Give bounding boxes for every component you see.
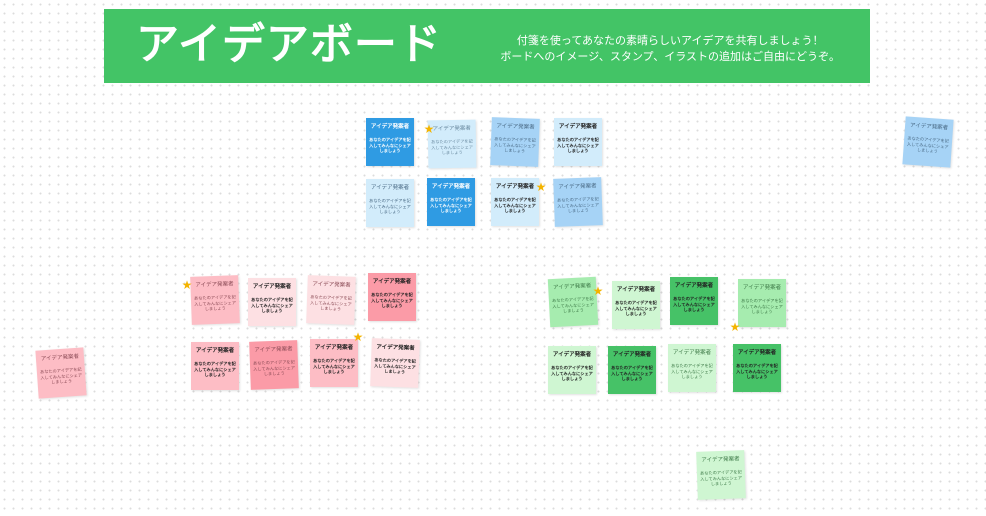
- sticky-note[interactable]: アイデア発案者あなたのアイデアを記入してみんなにシェアしましょう: [490, 117, 540, 167]
- sticky-note[interactable]: アイデア発案者あなたのアイデアを記入してみんなにシェアしましょう: [191, 342, 239, 390]
- sticky-note[interactable]: アイデア発案者あなたのアイデアを記入してみんなにシェアしましょう: [547, 276, 599, 328]
- sticky-note-body: あなたのアイデアを記入してみんなにシェアしましょう: [493, 136, 536, 154]
- sticky-note-title: アイデア発案者: [496, 123, 535, 131]
- sticky-note-body: あなたのアイデアを記入してみんなにシェアしましょう: [369, 198, 411, 215]
- sticky-note-title: アイデア発案者: [195, 281, 234, 289]
- sticky-note-body: あなたのアイデアを記入してみんなにシェアしましょう: [39, 366, 83, 385]
- board-title: アイデアボード: [136, 20, 442, 70]
- sticky-note-title: アイデア発案者: [909, 122, 949, 132]
- sticky-note-body: あなたのアイデアを記入してみんなにシェアしましょう: [309, 294, 352, 312]
- sticky-note[interactable]: アイデア発案者あなたのアイデアを記入してみんなにシェアしましょう: [366, 179, 414, 227]
- sticky-note-body: あなたのアイデアを記入してみんなにシェアしましょう: [699, 469, 743, 487]
- sticky-note-title: アイデア発案者: [376, 344, 415, 352]
- sticky-note[interactable]: アイデア発案者あなたのアイデアを記入してみんなにシェアしましょう: [366, 118, 414, 166]
- sticky-note[interactable]: アイデア発案者あなたのアイデアを記入してみんなにシェアしましょう: [554, 118, 602, 166]
- sticky-note-body: あなたのアイデアを記入してみんなにシェアしましょう: [494, 197, 536, 214]
- board-description-line1: 付箋を使ってあなたの素晴らしいアイデアを共有しましょう！: [516, 34, 824, 47]
- sticky-note-body: あなたのアイデアを記入してみんなにシェアしましょう: [615, 300, 657, 317]
- sticky-note-title: アイデア発案者: [372, 279, 412, 285]
- sticky-note-body: あなたのアイデアを記入してみんなにシェアしましょう: [252, 359, 296, 377]
- sticky-note-body: あなたのアイデアを記入してみんなにシェアしましょう: [251, 297, 293, 314]
- sticky-note-title: アイデア発案者: [742, 285, 782, 291]
- star-stamp-icon[interactable]: ★: [592, 284, 604, 298]
- sticky-note-title: アイデア発案者: [370, 185, 410, 191]
- sticky-note[interactable]: アイデア発案者あなたのアイデアを記入してみんなにシェアしましょう: [612, 281, 660, 329]
- sticky-note-title: アイデア発案者: [737, 350, 777, 356]
- sticky-note[interactable]: アイデア発案者あなたのアイデアを記入してみんなにシェアしましょう: [370, 338, 420, 388]
- sticky-note-title: アイデア発案者: [195, 348, 235, 354]
- sticky-note-title: アイデア発案者: [431, 184, 471, 190]
- sticky-note[interactable]: アイデア発案者あなたのアイデアを記入してみんなにシェアしましょう: [248, 278, 296, 326]
- star-stamp-icon[interactable]: ★: [729, 320, 741, 334]
- sticky-note-body: あなたのアイデアを記入してみんなにシェアしましょう: [736, 363, 778, 380]
- sticky-note-title: アイデア発案者: [674, 283, 714, 289]
- sticky-note-body: あなたのアイデアを記入してみんなにシェアしましょう: [193, 294, 237, 312]
- star-stamp-icon[interactable]: ★: [535, 180, 547, 194]
- sticky-note-body: あなたのアイデアを記入してみんなにシェアしましょう: [741, 298, 783, 315]
- sticky-note-title: アイデア発案者: [314, 345, 354, 351]
- sticky-note-title: アイデア発案者: [254, 346, 293, 354]
- sticky-note-body: あなたのアイデアを記入してみんなにシェアしましょう: [373, 357, 416, 375]
- sticky-note-title: アイデア発案者: [252, 284, 292, 290]
- sticky-note-body: あなたのアイデアを記入してみんなにシェアしましょう: [673, 296, 715, 313]
- sticky-note[interactable]: アイデア発案者あなたのアイデアを記入してみんなにシェアしましょう: [902, 116, 954, 168]
- sticky-note-title: アイデア発案者: [432, 125, 471, 133]
- sticky-note[interactable]: アイデア発案者あなたのアイデアを記入してみんなにシェアしましょう: [738, 279, 786, 327]
- sticky-note[interactable]: アイデア発案者あなたのアイデアを記入してみんなにシェアしましょう: [668, 344, 716, 392]
- sticky-note-body: あなたのアイデアを記入してみんなにシェアしましょう: [906, 135, 950, 154]
- sticky-note[interactable]: アイデア発案者あなたのアイデアを記入してみんなにシェアしましょう: [190, 275, 240, 325]
- sticky-note-body: あなたのアイデアを記入してみんなにシェアしましょう: [369, 137, 411, 154]
- sticky-note[interactable]: アイデア発案者あなたのアイデアを記入してみんなにシェアしましょう: [733, 344, 781, 392]
- sticky-note-body: あなたのアイデアを記入してみんなにシェアしましょう: [431, 138, 473, 156]
- sticky-note-title: アイデア発案者: [552, 352, 592, 358]
- sticky-note-body: あなたのアイデアを記入してみんなにシェアしましょう: [551, 365, 593, 382]
- sticky-note[interactable]: アイデア発案者あなたのアイデアを記入してみんなにシェアしましょう: [368, 273, 416, 321]
- sticky-note[interactable]: アイデア発案者あなたのアイデアを記入してみんなにシェアしましょう: [696, 450, 746, 500]
- sticky-note[interactable]: アイデア発案者あなたのアイデアを記入してみんなにシェアしましょう: [249, 340, 299, 390]
- sticky-note-title: アイデア発案者: [672, 350, 712, 356]
- sticky-note[interactable]: アイデア発案者あなたのアイデアを記入してみんなにシェアしましょう: [608, 346, 656, 394]
- sticky-note-title: アイデア発案者: [612, 352, 652, 358]
- sticky-note[interactable]: アイデア発案者あなたのアイデアを記入してみんなにシェアしましょう: [548, 346, 596, 394]
- board-description-line2: ボードへのイメージ、スタンプ、イラストの追加はご自由にどうぞ。: [500, 50, 840, 63]
- sticky-note-title: アイデア発案者: [552, 283, 592, 292]
- sticky-note[interactable]: アイデア発案者あなたのアイデアを記入してみんなにシェアしましょう: [306, 275, 356, 325]
- sticky-note-body: あなたのアイデアを記入してみんなにシェアしましょう: [194, 361, 236, 378]
- sticky-note-body: あなたのアイデアを記入してみんなにシェアしましょう: [556, 196, 600, 214]
- sticky-note[interactable]: アイデア発案者あなたのアイデアを記入してみんなにシェアしましょう: [35, 347, 87, 399]
- star-stamp-icon[interactable]: ★: [352, 330, 364, 344]
- sticky-note-title: アイデア発案者: [370, 124, 410, 130]
- sticky-note-body: あなたのアイデアを記入してみんなにシェアしましょう: [430, 197, 472, 214]
- sticky-note-body: あなたのアイデアを記入してみんなにシェアしましょう: [551, 295, 595, 314]
- sticky-note[interactable]: アイデア発案者あなたのアイデアを記入してみんなにシェアしましょう: [553, 177, 603, 227]
- sticky-note[interactable]: アイデア発案者あなたのアイデアを記入してみんなにシェアしましょう: [670, 277, 718, 325]
- sticky-note-title: アイデア発案者: [616, 287, 656, 293]
- sticky-note-title: アイデア発案者: [495, 184, 535, 190]
- star-stamp-icon[interactable]: ★: [423, 122, 435, 136]
- sticky-note[interactable]: アイデア発案者あなたのアイデアを記入してみんなにシェアしましょう: [427, 178, 475, 226]
- star-stamp-icon[interactable]: ★: [181, 278, 193, 292]
- board-description: 付箋を使ってあなたの素晴らしいアイデアを共有しましょう！ ボードへのイメージ、ス…: [500, 33, 840, 65]
- sticky-note-body: あなたのアイデアを記入してみんなにシェアしましょう: [671, 363, 713, 380]
- sticky-note-title: アイデア発案者: [558, 124, 598, 130]
- sticky-note[interactable]: アイデア発案者あなたのアイデアを記入してみんなにシェアしましょう: [310, 339, 358, 387]
- sticky-note[interactable]: アイデア発案者あなたのアイデアを記入してみんなにシェアしましょう: [491, 178, 539, 226]
- sticky-note-title: アイデア発案者: [558, 183, 597, 191]
- sticky-note-title: アイデア発案者: [40, 353, 80, 363]
- header-banner: アイデアボード 付箋を使ってあなたの素晴らしいアイデアを共有しましょう！ ボード…: [104, 9, 870, 83]
- sticky-note-title: アイデア発案者: [701, 456, 740, 464]
- sticky-note-body: あなたのアイデアを記入してみんなにシェアしましょう: [611, 365, 653, 382]
- sticky-note-body: あなたのアイデアを記入してみんなにシェアしましょう: [557, 137, 599, 154]
- sticky-note-title: アイデア発案者: [312, 281, 351, 289]
- sticky-note-body: あなたのアイデアを記入してみんなにシェアしましょう: [371, 292, 413, 309]
- sticky-note-body: あなたのアイデアを記入してみんなにシェアしましょう: [313, 358, 355, 375]
